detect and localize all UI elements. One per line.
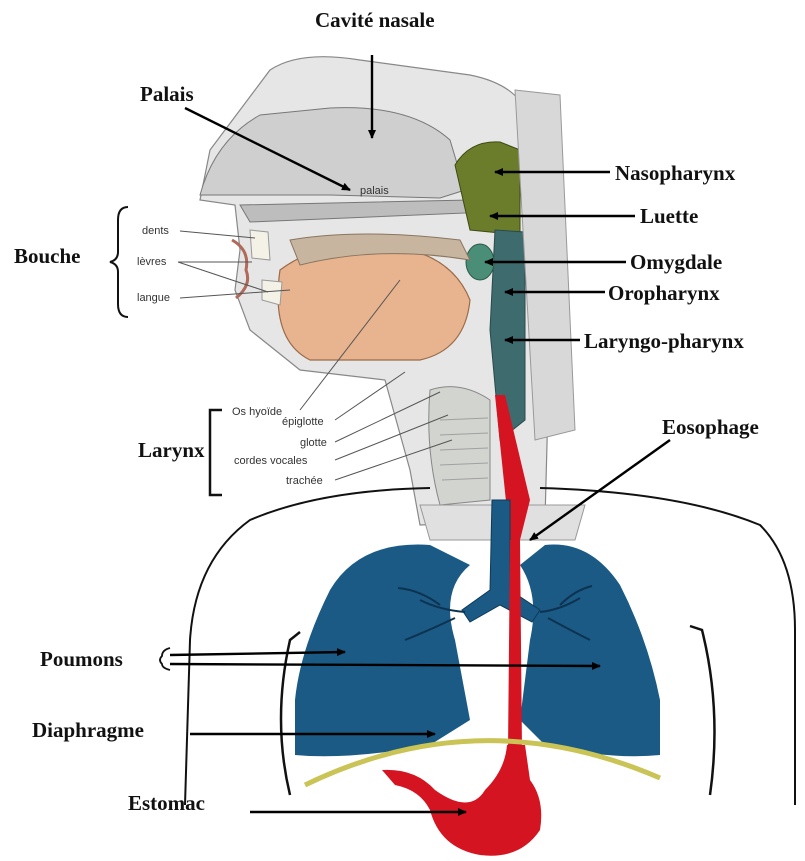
poumons-bracket	[160, 648, 170, 670]
stomach	[382, 745, 541, 856]
bouche-bracket	[110, 207, 128, 317]
small-label-cordes-vocales: cordes vocales	[234, 455, 308, 467]
label-poumons: Poumons	[40, 647, 123, 671]
label-eosophage: Eosophage	[662, 415, 759, 439]
label-nasopharynx: Nasopharynx	[615, 161, 736, 185]
head-cross-section	[200, 57, 585, 540]
small-label-dents: dents	[142, 225, 169, 237]
label-luette: Luette	[640, 204, 698, 228]
small-label-epiglotte: épiglotte	[282, 416, 324, 428]
small-label-os-hyoide: Os hyoïde	[232, 406, 282, 418]
label-omygdale: Omygdale	[630, 250, 722, 274]
left-lung	[295, 545, 470, 757]
arrow-eosophage	[530, 440, 670, 540]
right-lung	[520, 545, 660, 757]
small-label-glotte: glotte	[300, 437, 327, 449]
small-label-levres: lèvres	[137, 256, 167, 268]
small-label-palais: palais	[360, 185, 389, 197]
label-laryngo-pharynx: Laryngo-pharynx	[584, 329, 744, 353]
label-larynx: Larynx	[138, 438, 205, 462]
label-estomac: Estomac	[128, 791, 205, 815]
small-label-langue: langue	[137, 292, 170, 304]
label-bouche: Bouche	[14, 244, 81, 268]
rib-bracket-right	[690, 626, 715, 795]
larynx-trachea	[429, 387, 490, 505]
label-palais: Palais	[140, 82, 194, 106]
esophagus	[508, 540, 522, 750]
label-diaphragme: Diaphragme	[32, 718, 144, 742]
label-oropharynx: Oropharynx	[608, 281, 720, 305]
larynx-bracket	[210, 410, 222, 495]
label-cavite-nasale: Cavité nasale	[315, 8, 435, 32]
small-label-trachee: trachée	[286, 475, 323, 487]
